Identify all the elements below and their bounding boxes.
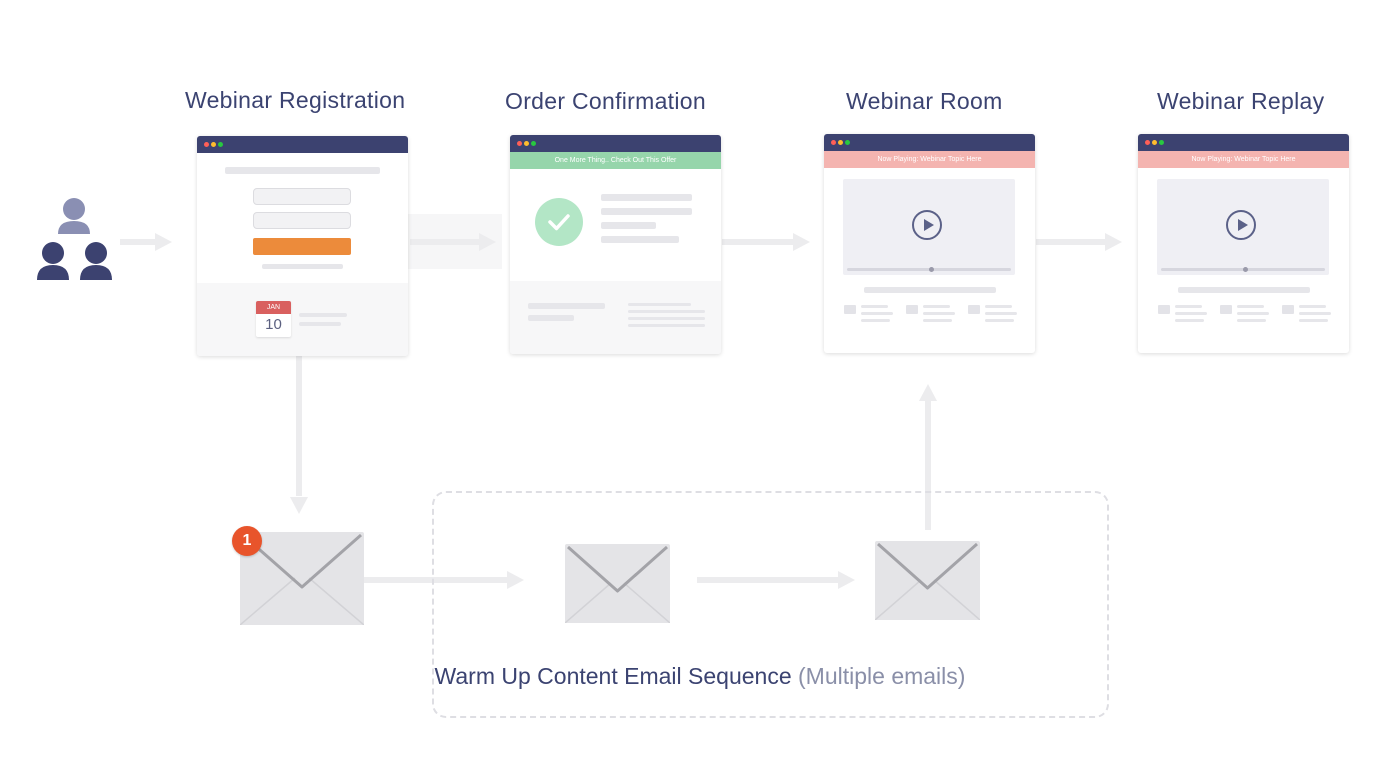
browser-titlebar: [1138, 134, 1349, 151]
calendar-month: JAN: [256, 301, 291, 314]
sequence-subtitle: (Multiple emails): [798, 663, 966, 689]
fine-print-placeholder: [262, 264, 343, 269]
browser-titlebar: [197, 136, 408, 153]
webinar-replay-page: Now Playing: Webinar Topic Here: [1138, 134, 1349, 353]
image-icon: [906, 305, 918, 314]
step-title-confirmation: Order Confirmation: [505, 88, 706, 114]
video-player[interactable]: [843, 179, 1015, 275]
envelope-icon: [240, 532, 364, 625]
webinar-room-page: Now Playing: Webinar Topic Here: [824, 134, 1035, 353]
step-title-room: Webinar Room: [846, 88, 1003, 114]
image-icon: [1220, 305, 1232, 314]
progress-knob[interactable]: [1243, 267, 1248, 272]
confirmation-page: One More Thing.. Check Out This Offer: [510, 135, 721, 354]
check-icon: [535, 198, 583, 246]
event-details-section: JAN 10: [197, 283, 408, 356]
sequence-title: Warm Up Content Email Sequence: [434, 663, 792, 689]
email-sequence-group: [432, 491, 1109, 718]
name-field[interactable]: [253, 188, 351, 205]
video-player[interactable]: [1157, 179, 1329, 275]
image-icon: [1282, 305, 1294, 314]
image-icon: [1158, 305, 1170, 314]
now-playing-banner: Now Playing: Webinar Topic Here: [824, 151, 1035, 168]
browser-titlebar: [510, 135, 721, 152]
play-icon[interactable]: [1226, 210, 1256, 240]
calendar-day: 10: [265, 316, 282, 333]
image-icon: [844, 305, 856, 314]
calendar-icon: JAN 10: [256, 301, 291, 337]
headline-placeholder: [225, 167, 380, 174]
progress-knob[interactable]: [929, 267, 934, 272]
email-field[interactable]: [253, 212, 351, 229]
now-playing-banner: Now Playing: Webinar Topic Here: [1138, 151, 1349, 168]
email-count-badge: 1: [232, 526, 262, 556]
email-sequence-label: Warm Up Content Email Sequence (Multiple…: [0, 663, 1400, 690]
step-title-registration: Webinar Registration: [185, 87, 406, 113]
image-icon: [968, 305, 980, 314]
envelope-icon: [565, 544, 670, 623]
confirmation-details-section: [510, 281, 721, 354]
step-title-replay: Webinar Replay: [1157, 88, 1325, 114]
browser-titlebar: [824, 134, 1035, 151]
play-icon[interactable]: [912, 210, 942, 240]
offer-banner: One More Thing.. Check Out This Offer: [510, 152, 721, 169]
registration-page: JAN 10: [197, 136, 408, 356]
register-button[interactable]: [253, 238, 351, 255]
envelope-icon: [875, 541, 980, 620]
audience-icon: [37, 198, 112, 280]
